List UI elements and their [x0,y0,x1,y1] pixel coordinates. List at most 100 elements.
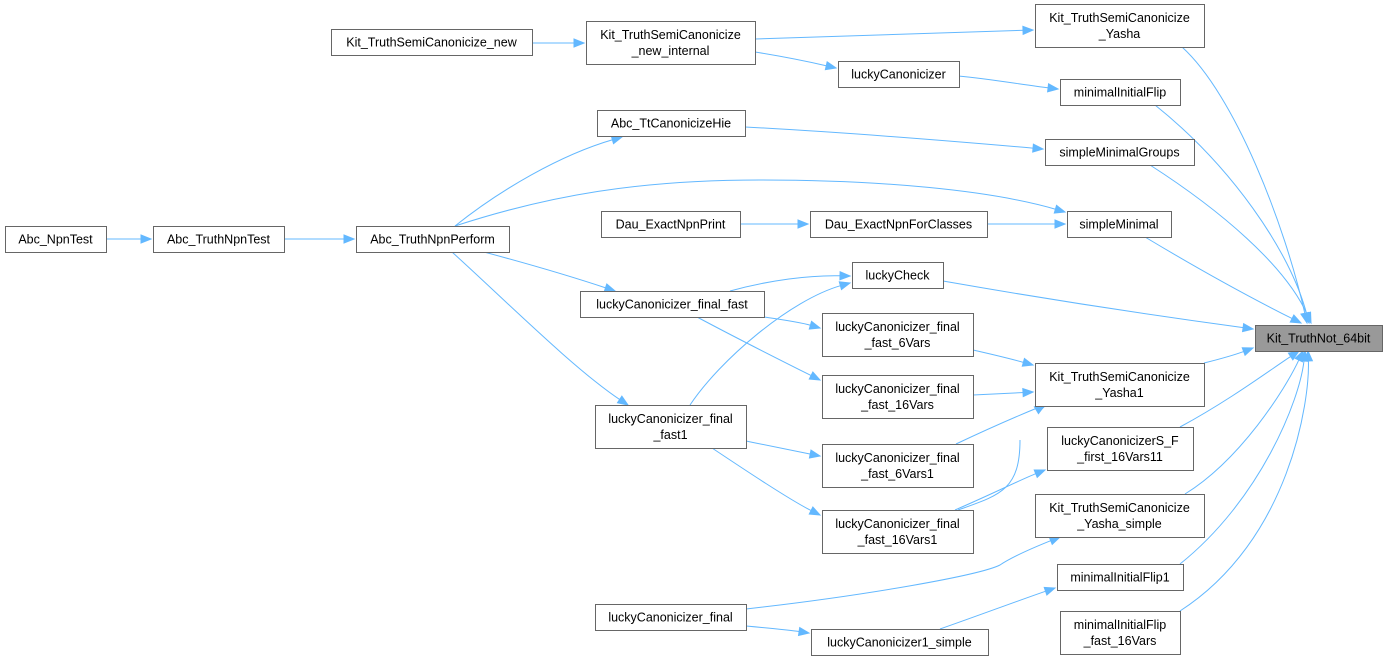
edge-line [744,126,1035,149]
graph-node[interactable]: simpleMinimal [1067,211,1172,238]
edge-line [745,625,801,633]
graph-node[interactable]: luckyCanonicizer1_simple [811,629,989,656]
edge-arrowhead [1241,322,1255,333]
graph-node[interactable]: luckyCanonicizer [838,61,960,88]
edge-line [1179,355,1292,428]
edge-n2-to-n1 [754,25,1035,40]
edge-n2-to-n5 [754,51,838,71]
node-label: _fast_16Vars [1083,634,1157,648]
node-label: simpleMinimal [1079,218,1158,232]
edge-line [763,316,812,326]
edge-n10-to-n9 [106,234,153,244]
edge-arrowhead [808,320,822,330]
graph-node[interactable]: luckyCanonicizer_final_fast1 [595,405,747,449]
graph-node[interactable]: Kit_TruthSemiCanonicize_Yasha1 [1035,363,1205,407]
edge-n15-to-n18 [763,316,822,330]
node-label: Kit_TruthSemiCanonicize_new [346,36,517,50]
edge-line [745,440,812,455]
edge-arrowhead [808,371,822,381]
node-label: Abc_TruthNpnTest [167,233,271,247]
edge-line [454,179,1057,227]
node-label: _first_16Vars11 [1076,450,1163,464]
graph-node[interactable]: minimalInitialFlip1 [1057,564,1184,591]
graph-node[interactable]: Dau_ExactNpnForClasses [810,211,988,238]
edge-line [957,75,1050,89]
edge-n7-to-n6 [744,126,1045,153]
graph-node[interactable]: Abc_TruthNpnPerform [356,226,510,253]
graph-node[interactable]: luckyCanonicizerS_F_first_16Vars11 [1047,427,1194,471]
edge-n9-to-n8 [284,234,356,244]
node-label: luckyCanonicizer_final [835,517,959,531]
edge-arrowhead [573,38,586,48]
graph-node[interactable]: Kit_TruthSemiCanonicize_new [331,29,533,56]
node-box [331,29,533,56]
edge-line [972,391,1025,396]
edge-n4-to-n0 [1154,104,1311,325]
node-box [1045,139,1195,166]
node-label: Abc_TruthNpnPerform [370,233,495,247]
edge-n21-to-n22 [954,469,1047,511]
edge-n22-to-n0 [1179,350,1301,428]
node-box [1035,363,1205,407]
edge-n24-to-n23 [745,536,1062,610]
node-label: minimalInitialFlip1 [1070,571,1169,585]
node-box [810,211,988,238]
edge-line [754,29,1025,40]
edge-line [1179,359,1309,612]
node-box [838,61,960,88]
edge-n17-to-n0 [1203,347,1255,364]
edge-arrowhead [838,281,852,291]
edge-arrowhead [1022,387,1035,398]
graph-node[interactable]: luckyCanonicizer_final [595,604,747,631]
graph-node[interactable]: Abc_TtCanonicizeHie [597,110,746,137]
edge-n27-to-n0 [1179,349,1314,612]
graph-node[interactable]: Kit_TruthSemiCanonicize_Yasha [1035,4,1205,48]
edge-n8-to-n16 [451,251,630,406]
node-label: Abc_TtCanonicizeHie [611,117,731,131]
node-box [1060,611,1181,655]
edge-arrowhead [1303,349,1314,362]
graph-node[interactable]: Dau_ExactNpnPrint [601,211,741,238]
edge-line [1181,46,1306,315]
graph-node[interactable]: simpleMinimalGroups [1045,139,1195,166]
edge-n1-to-n0 [1181,46,1310,325]
edge-n26-to-n25 [939,586,1057,630]
graph-node[interactable]: luckyCanonicizer_final_fast_16Vars [822,375,974,419]
node-box [1255,325,1383,352]
edge-n11-to-n0 [1144,236,1303,324]
graph-node[interactable]: luckyCanonicizer_final_fast_16Vars1 [822,510,974,554]
node-box [811,629,989,656]
edge-arrowhead [603,283,617,293]
node-label: luckyCanonicizer_final [608,611,732,625]
edge-arrowhead [839,271,852,281]
edge-arrowhead [1021,357,1035,367]
nodes-layer: Kit_TruthNot_64bitKit_TruthSemiCanoniciz… [5,4,1383,656]
edge-arrowhead [808,449,822,459]
edge-line [1184,358,1300,495]
graph-node[interactable]: luckyCanonicizer_final_fast_6Vars [822,313,974,357]
edge-arrowhead [797,626,811,637]
edge-n14-to-n0 [942,280,1255,333]
node-label: luckyCanonicizer_final [608,412,732,426]
graph-node[interactable]: minimalInitialFlip_fast_16Vars [1060,611,1181,655]
edge-line [454,139,614,227]
graph-node[interactable]: minimalInitialFlip [1060,79,1181,106]
graph-node[interactable]: luckyCheck [852,262,944,289]
edge-n3-to-n2 [531,38,586,48]
node-label: _fast_16Vars [860,398,934,412]
focus-node[interactable]: Kit_TruthNot_64bit [1255,325,1383,352]
node-box [1035,4,1205,48]
graph-node[interactable]: Abc_NpnTest [5,226,107,253]
edge-line [954,472,1037,511]
node-box [595,405,747,449]
graph-node[interactable]: Kit_TruthSemiCanonicize_new_internal [586,21,756,65]
graph-node[interactable]: luckyCanonicizer_final_fast [580,291,765,318]
edge-arrowhead [1287,350,1301,361]
node-label: Dau_ExactNpnPrint [616,218,726,232]
edge-arrowhead [824,61,838,71]
edge-arrowhead [1048,536,1062,546]
graph-node[interactable]: luckyCanonicizer_final_fast_6Vars1 [822,444,974,488]
edge-arrowhead [1047,83,1060,93]
graph-node[interactable]: Abc_TruthNpnTest [153,226,285,253]
graph-node[interactable]: Kit_TruthSemiCanonicize_Yasha_simple [1035,494,1205,538]
